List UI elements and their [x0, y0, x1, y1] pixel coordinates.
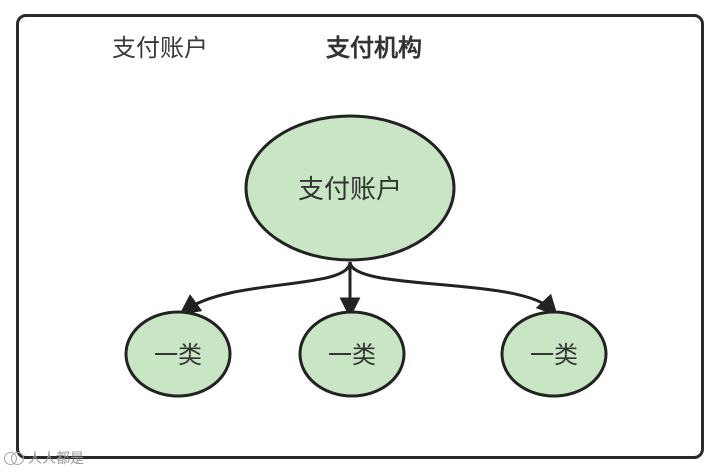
header-label-payment-institution: 支付机构: [326, 34, 422, 62]
diagram-frame: [16, 14, 704, 459]
node-child-left-label: 一类: [154, 341, 202, 369]
node-child-middle-label: 一类: [328, 341, 376, 369]
watermark-text: 人人都是: [28, 451, 84, 467]
header-label-payment-account: 支付账户: [112, 34, 208, 62]
node-child-right: 一类: [500, 310, 608, 398]
wechat-icon: [4, 451, 24, 465]
node-child-left: 一类: [124, 310, 232, 398]
node-child-right-label: 一类: [530, 341, 578, 369]
node-child-middle: 一类: [298, 310, 406, 398]
edge-root-to-child-left: [179, 261, 352, 315]
watermark: 人人都是: [4, 448, 84, 468]
node-root: 支付账户: [244, 114, 456, 262]
edge-root-to-child-right: [348, 261, 558, 317]
node-root-label: 支付账户: [298, 175, 402, 205]
